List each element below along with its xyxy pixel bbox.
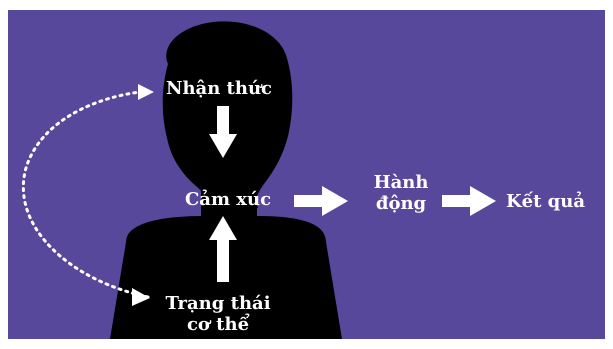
emotion-text: Cảm xúc <box>185 189 271 210</box>
diagram-canvas: Nhận thức Cảm xúc Hành động Kết quả Trạn… <box>8 10 605 339</box>
body-state-text-line1: Trạng thái <box>148 293 288 314</box>
arrow-icon <box>294 186 348 216</box>
emotion-label: Cảm xúc <box>169 189 287 210</box>
action-label: Hành động <box>353 172 449 214</box>
body-state-text-line2: cơ thể <box>148 314 288 335</box>
action-text-line1: Hành <box>353 172 449 193</box>
action-text-line2: động <box>353 193 449 214</box>
arrow-icon <box>442 186 496 216</box>
body-state-label: Trạng thái cơ thể <box>148 293 288 335</box>
result-label: Kết quả <box>506 191 605 212</box>
diagram-scene <box>8 10 605 339</box>
perception-label: Nhận thức <box>151 78 287 99</box>
result-text: Kết quả <box>506 191 585 212</box>
person-silhouette-icon <box>110 21 342 339</box>
perception-text: Nhận thức <box>166 78 272 99</box>
